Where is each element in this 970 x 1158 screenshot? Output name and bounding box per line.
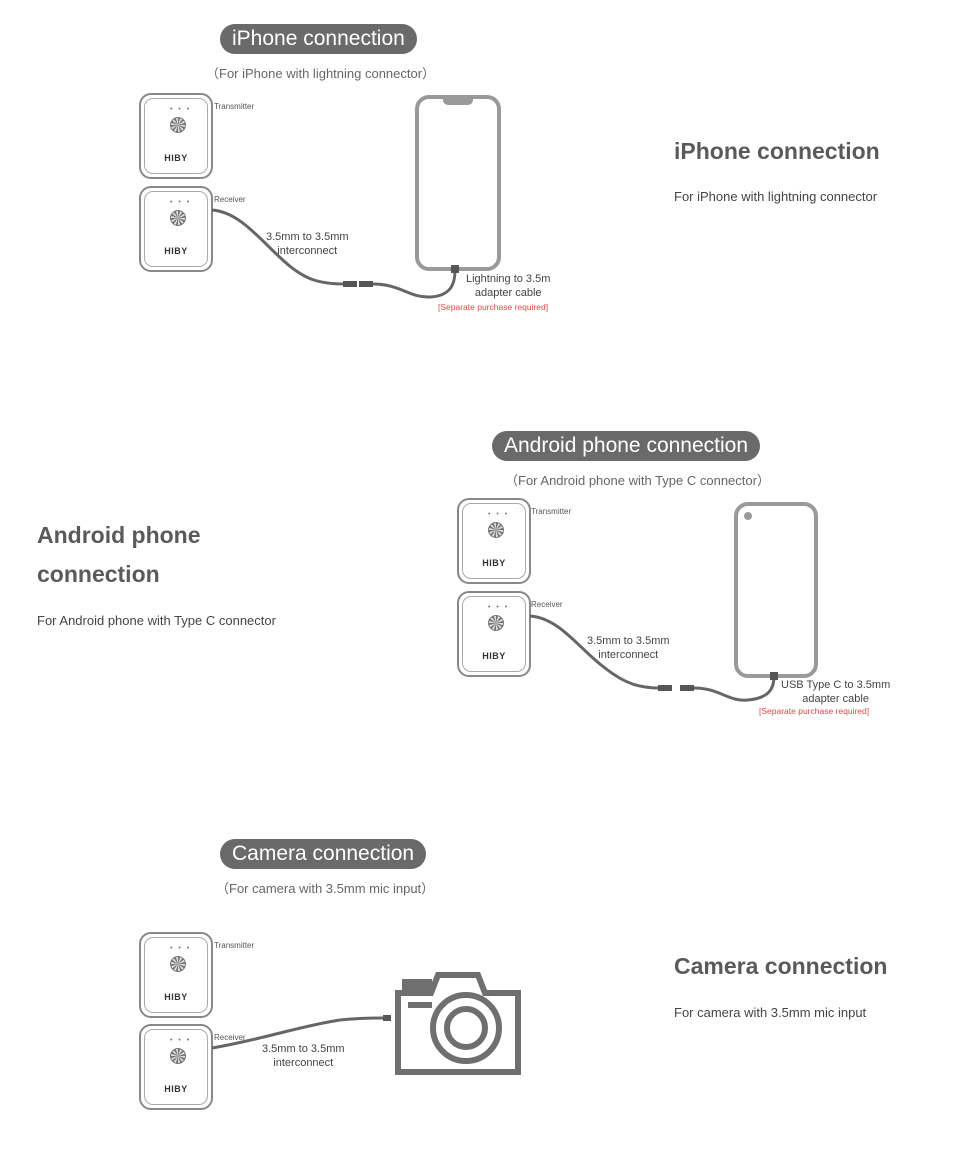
iphone-cable-diagram bbox=[211, 208, 459, 299]
camera-heading: Camera connection bbox=[674, 953, 888, 979]
receiver-device: • • • HIBY bbox=[139, 186, 213, 272]
separate-purchase-note: [Separate purchase required] bbox=[759, 706, 870, 716]
status-dots-icon: • • • bbox=[170, 106, 192, 113]
microphone-grille-icon bbox=[170, 1048, 186, 1064]
android-description: For Android phone with Type C connector bbox=[37, 613, 276, 628]
transmitter-device: • • • HIBY bbox=[139, 932, 213, 1018]
receiver-label: Receiver bbox=[531, 600, 563, 609]
android-subtitle: （For Android phone with Type C connector… bbox=[505, 473, 770, 488]
transmitter-device: • • • HIBY bbox=[139, 93, 213, 179]
adapter-cable-label: USB Type C to 3.5mm adapter cable bbox=[781, 679, 891, 705]
receiver-device: • • • HIBY bbox=[457, 591, 531, 677]
device-logo: HIBY bbox=[164, 246, 188, 256]
android-pill-title: Android phone connection bbox=[492, 431, 761, 461]
device-logo: HIBY bbox=[482, 651, 506, 661]
android-connection-section: Android phone connection （For Android ph… bbox=[0, 410, 970, 740]
microphone-grille-icon bbox=[170, 117, 186, 133]
device-logo: HIBY bbox=[164, 153, 188, 163]
android-cable-diagram bbox=[529, 614, 778, 702]
status-dots-icon: • • • bbox=[170, 199, 192, 206]
interconnect-label: 3.5mm to 3.5mm interconnect bbox=[262, 1043, 345, 1069]
interconnect-label: 3.5mm to 3.5mm interconnect bbox=[587, 635, 670, 661]
microphone-grille-icon bbox=[488, 522, 504, 538]
android-heading: Android phone connection bbox=[37, 522, 201, 587]
adapter-cable-label: Lightning to 3.5m adapter cable bbox=[466, 273, 551, 299]
camera-pill-title: Camera connection bbox=[220, 839, 427, 869]
camera-subtitle: （For camera with 3.5mm mic input） bbox=[216, 881, 435, 896]
interconnect-label: 3.5mm to 3.5mm interconnect bbox=[266, 231, 349, 257]
transmitter-label: Transmitter bbox=[214, 941, 255, 950]
status-dots-icon: • • • bbox=[488, 604, 510, 611]
transmitter-label: Transmitter bbox=[214, 102, 255, 111]
iphone-connection-section: iPhone connection （For iPhone with light… bbox=[0, 0, 970, 400]
microphone-grille-icon bbox=[488, 615, 504, 631]
status-dots-icon: • • • bbox=[170, 945, 192, 952]
separate-purchase-note: [Separate purchase required] bbox=[438, 302, 549, 312]
receiver-label: Receiver bbox=[214, 195, 246, 204]
iphone-description: For iPhone with lightning connector bbox=[674, 189, 878, 204]
camera-diagram bbox=[211, 972, 521, 1075]
camera-description: For camera with 3.5mm mic input bbox=[674, 1005, 867, 1020]
iphone-subtitle: （For iPhone with lightning connector） bbox=[206, 66, 436, 81]
microphone-grille-icon bbox=[170, 210, 186, 226]
device-logo: HIBY bbox=[164, 1084, 188, 1094]
receiver-device: • • • HIBY bbox=[139, 1024, 213, 1110]
receiver-label: Receiver bbox=[214, 1033, 246, 1042]
status-dots-icon: • • • bbox=[488, 511, 510, 518]
transmitter-label: Transmitter bbox=[531, 507, 572, 516]
camera-connection-section: Camera connection （For camera with 3.5mm… bbox=[0, 830, 970, 1158]
device-logo: HIBY bbox=[482, 558, 506, 568]
status-dots-icon: • • • bbox=[170, 1037, 192, 1044]
device-logo: HIBY bbox=[164, 992, 188, 1002]
iphone-pill-title: iPhone connection bbox=[220, 24, 417, 54]
microphone-grille-icon bbox=[170, 956, 186, 972]
camera-icon bbox=[395, 972, 521, 1075]
iphone-icon bbox=[415, 95, 501, 271]
iphone-heading: iPhone connection bbox=[674, 138, 880, 164]
android-phone-icon bbox=[734, 502, 818, 678]
transmitter-device: • • • HIBY bbox=[457, 498, 531, 584]
